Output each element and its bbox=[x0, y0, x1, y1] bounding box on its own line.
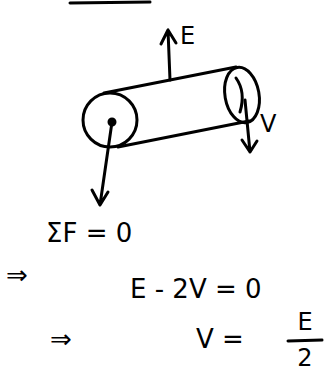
equation-text: ⇒ bbox=[50, 324, 72, 354]
equation-text: ⇒ bbox=[6, 260, 28, 290]
force-arrow bbox=[92, 122, 112, 205]
label-slot: 2 bbox=[297, 346, 312, 370]
force-label: E bbox=[180, 22, 195, 50]
label-slot: ⇒ bbox=[6, 262, 28, 288]
force-arrow bbox=[242, 100, 257, 152]
fraction-bar bbox=[288, 340, 322, 341]
label-slot: E bbox=[297, 310, 312, 334]
cylinder-end bbox=[220, 64, 263, 125]
label-slot: ΣF = 0 bbox=[46, 220, 132, 246]
equation-text: V = bbox=[196, 324, 244, 354]
force-label: V bbox=[260, 110, 276, 138]
equation-text: E - 2V = 0 bbox=[130, 274, 262, 304]
cut-stroke bbox=[70, 2, 150, 3]
equation-text: E bbox=[297, 308, 312, 336]
equation-text: ΣF = 0 bbox=[46, 218, 132, 248]
equation-text: 2 bbox=[297, 344, 312, 372]
label-slot: E bbox=[180, 24, 195, 48]
force-arrow bbox=[161, 30, 176, 80]
cylinder-edge bbox=[118, 121, 249, 147]
label-slot: ⇒ bbox=[50, 326, 72, 352]
cylinder-rim bbox=[236, 78, 242, 112]
label-slot: E - 2V = 0 bbox=[130, 276, 262, 302]
label-slot: V = bbox=[196, 326, 244, 352]
label-slot: V bbox=[260, 112, 276, 136]
